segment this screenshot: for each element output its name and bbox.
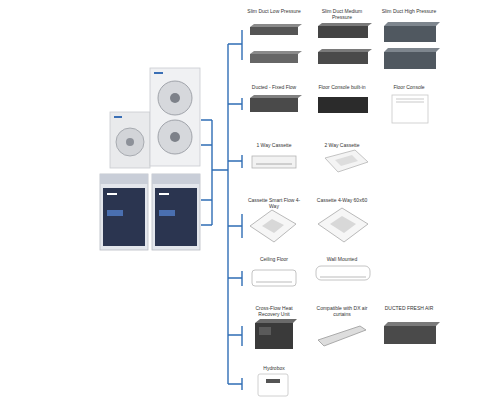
unit-label-box: Cassette 4-Way 60x60 (312, 197, 372, 204)
unit-label: Cross-Flow Heat Recovery Unit (246, 305, 302, 317)
unit-label-box: Ducted - Fixed Flow (245, 84, 303, 91)
unit-label: Slim Duct Medium Pressure (313, 8, 371, 20)
unit-label-box: Floor Console (378, 84, 440, 91)
unit-label: Slim Duct High Pressure (379, 8, 439, 14)
unit-label-box: Cross-Flow Heat Recovery Unit (245, 305, 303, 318)
unit-label: Floor Console built-in (313, 84, 371, 90)
unit-label: Ceiling Floor (246, 256, 302, 262)
unit-label: DUCTED FRESH AIR (379, 305, 439, 311)
unit-label: Slim Duct Low Pressure (246, 8, 302, 14)
unit-label-box: Floor Console built-in (312, 84, 372, 91)
unit-label-box: Ceiling Floor (245, 256, 303, 263)
unit-label: Hydrobox (246, 365, 302, 371)
piping-tree (201, 30, 242, 390)
unit-label-box: Slim Duct Medium Pressure (312, 8, 372, 21)
unit-label-box: Hydrobox (245, 365, 303, 372)
unit-label: 1 Way Cassette (246, 142, 302, 148)
unit-label: Ducted - Fixed Flow (246, 84, 302, 90)
unit-label-box: Cassette Smart Flow 4-Way (245, 197, 303, 210)
unit-label: Compatible with DX air curtains (313, 305, 371, 317)
unit-label-box: Slim Duct High Pressure (378, 8, 440, 15)
unit-label: Cassette Smart Flow 4-Way (246, 197, 302, 209)
unit-label: Floor Console (379, 84, 439, 90)
indoor-unit-pictures (250, 22, 440, 396)
unit-label-box: Wall Mounted (312, 256, 372, 263)
unit-label: Wall Mounted (313, 256, 371, 262)
unit-label-box: 2 Way Cassette (312, 142, 372, 149)
unit-label-box: Slim Duct Low Pressure (245, 8, 303, 15)
unit-label-box: Compatible with DX air curtains (312, 305, 372, 318)
unit-label-box: 1 Way Cassette (245, 142, 303, 149)
outdoor-units (100, 68, 200, 250)
unit-label: Cassette 4-Way 60x60 (313, 197, 371, 203)
unit-label-box: DUCTED FRESH AIR (378, 305, 440, 312)
unit-label: 2 Way Cassette (313, 142, 371, 148)
